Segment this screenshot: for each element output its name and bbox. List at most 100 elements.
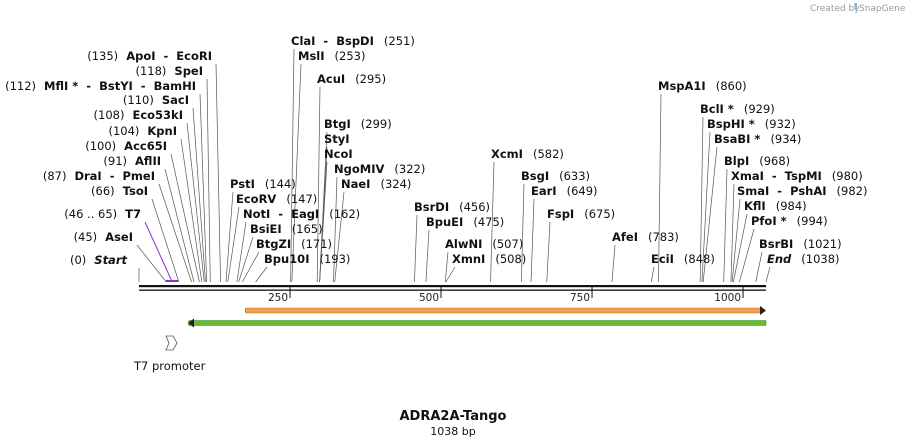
leader-line — [546, 221, 551, 283]
restriction-site-label[interactable]: AflII(91) — [103, 154, 161, 168]
leader-line — [739, 228, 755, 283]
enzyme-name: NaeI — [341, 177, 370, 191]
restriction-site-label[interactable]: BsrDI(456) — [414, 200, 490, 214]
site-position: (633) — [559, 169, 590, 183]
enzyme-name: PstI — [230, 177, 255, 191]
restriction-site-label[interactable]: PfoI * (994) — [751, 214, 828, 228]
site-position: (984) — [776, 199, 807, 213]
restriction-site-label[interactable]: EarI(649) — [531, 184, 598, 198]
restriction-site-label[interactable]: StyI — [324, 132, 350, 146]
enzyme-name: FspI — [547, 207, 574, 221]
scale-tick-label: 750 — [570, 292, 590, 304]
leader-line — [290, 48, 295, 283]
enzyme-name: NgoMIV — [334, 162, 384, 176]
restriction-site-label[interactable]: PstI (144) — [230, 177, 296, 191]
site-position: (475) — [473, 215, 504, 229]
enzyme-name: AfeI — [612, 230, 638, 244]
restriction-site-label[interactable]: XcmI(582) — [491, 147, 564, 161]
restriction-site-label[interactable]: BspHI *(932) — [707, 117, 796, 131]
restriction-site-label[interactable]: KpnI(104) — [108, 124, 177, 138]
restriction-site-label[interactable]: AseI(45) — [74, 230, 133, 244]
enzyme-name: AseI — [105, 230, 133, 244]
enzyme-name: PfoI * — [751, 214, 787, 228]
restriction-site-label[interactable]: BtgI(299) — [324, 117, 392, 131]
orange-feature-arrow[interactable] — [245, 306, 766, 315]
enzyme-name: MslI — [298, 49, 325, 63]
enzyme-name: BsrDI — [414, 200, 449, 214]
restriction-site-label[interactable]: NcoI — [324, 147, 353, 161]
site-position: (508) — [495, 252, 526, 266]
restriction-site-label[interactable]: ApoI - EcoRI(135) — [87, 49, 212, 63]
restriction-site-label[interactable]: BsrBI(1021) — [759, 237, 842, 251]
restriction-site-label[interactable]: NgoMIV(322) — [334, 162, 425, 176]
leader-line — [206, 78, 211, 283]
restriction-site-label[interactable]: ClaI - BspDI(251) — [291, 34, 415, 48]
site-position: (162) — [329, 207, 360, 221]
restriction-site-label[interactable]: NotI - EagI(162) — [243, 207, 360, 221]
restriction-site-label[interactable]: EcoRV (147) — [236, 192, 317, 206]
restriction-site-label[interactable]: Bpu10I(193) — [264, 252, 350, 266]
map-length: 1038 bp — [430, 425, 475, 438]
restriction-site-label[interactable]: T7(46 .. 65) — [64, 207, 141, 221]
leader-line — [144, 221, 173, 283]
enzyme-name: AlwNI — [445, 237, 482, 251]
restriction-site-label[interactable]: DraI - PmeI (87) — [43, 169, 155, 183]
site-position: (144) — [265, 177, 296, 191]
leader-line — [445, 266, 456, 283]
map-title: ADRA2A-Tango — [400, 409, 507, 424]
restriction-site-label[interactable]: XmaI - TspMI(980) — [731, 169, 863, 183]
site-position: (253) — [335, 49, 366, 63]
leader-line — [425, 229, 430, 283]
leader-line — [699, 116, 704, 283]
restriction-site-label[interactable]: SmaI - PshAI(982) — [737, 184, 867, 198]
restriction-site-label[interactable]: BlpI(968) — [724, 154, 790, 168]
restriction-site-label[interactable]: End(1038) — [767, 252, 840, 266]
site-position: (147) — [286, 192, 317, 206]
restriction-site-label[interactable]: BsgI(633) — [521, 169, 590, 183]
restriction-site-label[interactable]: Acc65I(100) — [85, 139, 167, 153]
restriction-site-label[interactable]: AcuI(295) — [317, 72, 386, 86]
site-position: (87) — [43, 169, 67, 183]
restriction-site-label[interactable]: SpeI(118) — [135, 64, 203, 78]
leader-line — [701, 131, 711, 283]
restriction-site-label[interactable]: MspA1I(860) — [658, 79, 747, 93]
site-position: (108) — [94, 108, 125, 122]
brand-name: SnapGene — [859, 4, 906, 14]
restriction-site-label[interactable]: BclI *(929) — [700, 102, 775, 116]
enzyme-name: EcoRV — [236, 192, 276, 206]
restriction-site-label[interactable]: NaeI(324) — [341, 177, 411, 191]
site-position: (994) — [797, 214, 828, 228]
restriction-site-label[interactable]: BsiEI(165) — [250, 222, 323, 236]
restriction-site-label[interactable]: KflI(984) — [744, 199, 807, 213]
restriction-site-label[interactable]: EciI(848) — [651, 252, 715, 266]
leader-line — [765, 266, 771, 283]
leader-line — [611, 244, 616, 283]
restriction-site-label[interactable]: Eco53kI(108) — [94, 108, 183, 122]
restriction-site-label[interactable]: TsoI(66) — [91, 184, 148, 198]
leader-line — [755, 251, 763, 283]
site-position: (104) — [108, 124, 139, 138]
leader-line — [164, 168, 195, 283]
site-position: (66) — [91, 184, 115, 198]
restriction-site-label[interactable]: MflI * - BstYI - BamHI(112) — [5, 79, 196, 93]
restriction-site-label[interactable]: SacI(110) — [123, 93, 189, 107]
restriction-site-label[interactable]: MslI (253) — [298, 49, 365, 63]
restriction-site-label[interactable]: XmnI(508) — [452, 252, 526, 266]
restriction-site-label[interactable]: FspI(675) — [547, 207, 615, 221]
enzyme-name: AflII — [135, 154, 161, 168]
restriction-site-label[interactable]: BpuEI(475) — [426, 215, 504, 229]
restriction-site-label[interactable]: AfeI(783) — [612, 230, 679, 244]
enzyme-name: SmaI - PshAI — [737, 184, 827, 198]
green-feature-arrow[interactable] — [188, 318, 767, 328]
enzyme-name: XcmI — [491, 147, 523, 161]
t7-promoter-arrow[interactable] — [165, 335, 178, 351]
leader-line — [731, 198, 741, 283]
restriction-site-label[interactable]: BsaBI *(934) — [714, 132, 801, 146]
enzyme-name: DraI - PmeI — [74, 169, 155, 183]
restriction-site-label[interactable]: BtgZI(171) — [256, 237, 332, 251]
site-position: (193) — [319, 252, 350, 266]
leader-line — [236, 221, 247, 283]
restriction-site-label[interactable]: AlwNI(507) — [445, 237, 523, 251]
restriction-site-label[interactable]: Start(0) — [70, 253, 128, 267]
leader-line — [180, 138, 203, 283]
